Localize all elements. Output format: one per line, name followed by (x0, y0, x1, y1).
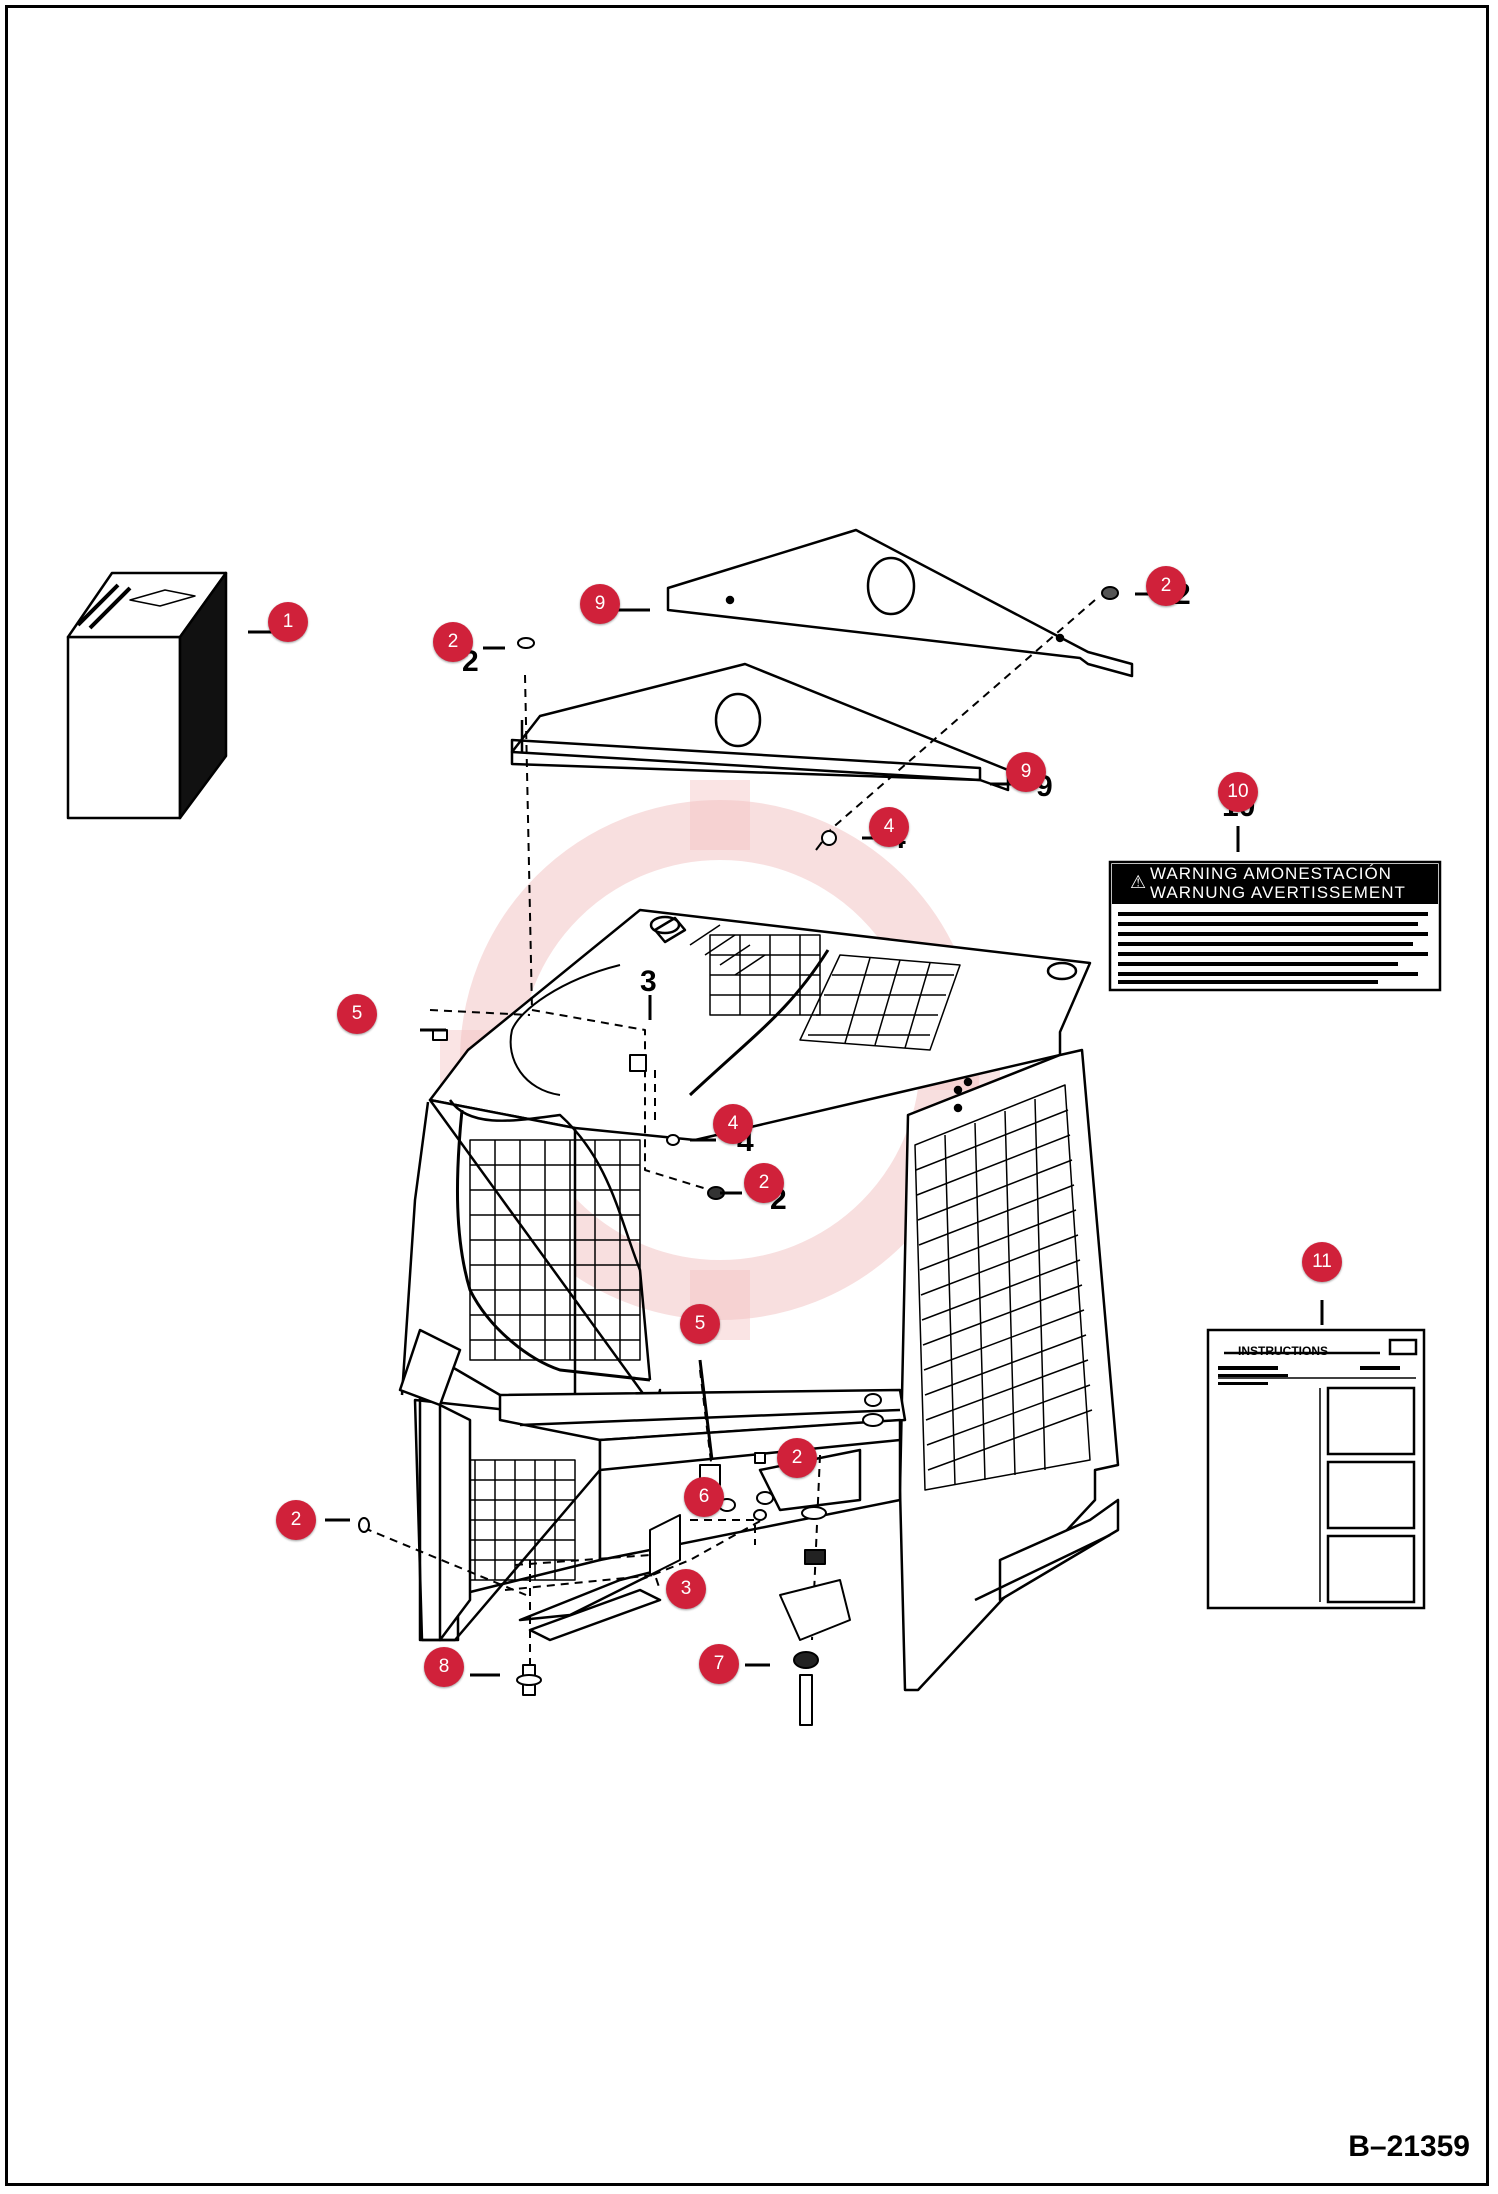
part-9-upper-bracket (666, 528, 1134, 678)
callout-10[interactable]: 10 (1218, 772, 1258, 812)
callout-2[interactable]: 2 (276, 1500, 316, 1540)
callout-4[interactable]: 4 (713, 1104, 753, 1144)
callout-7[interactable]: 7 (699, 1644, 739, 1684)
callout-4[interactable]: 4 (869, 807, 909, 847)
guard-right-panel (898, 1048, 1120, 1692)
callout-2[interactable]: 2 (744, 1163, 784, 1203)
callout-5[interactable]: 5 (337, 994, 377, 1034)
drawing-frame (5, 5, 1489, 2186)
hardware-leader-lines (363, 599, 1096, 1680)
decal-10-warning (1108, 860, 1442, 992)
decal-instructions-title: INSTRUCTIONS (1238, 1344, 1328, 1358)
callout-11[interactable]: 11 (1302, 1242, 1342, 1282)
part-1-box (66, 571, 228, 820)
guard-left-panel (398, 1098, 662, 1642)
callout-6[interactable]: 6 (684, 1477, 724, 1517)
callout-2[interactable]: 2 (777, 1438, 817, 1478)
decal-11-instructions (1206, 1328, 1426, 1610)
part-9-lower-bracket (510, 662, 1010, 792)
callout-1[interactable]: 1 (268, 602, 308, 642)
callout-3[interactable]: 3 (666, 1569, 706, 1609)
callout-2[interactable]: 2 (433, 622, 473, 662)
hardware-pieces (358, 586, 1119, 1726)
callout-5[interactable]: 5 (680, 1304, 720, 1344)
callout-9[interactable]: 9 (1006, 752, 1046, 792)
warning-triangle-icon: ⚠ (1130, 872, 1147, 893)
decal-warning-line-1: WARNING AMONESTACIÓN (1150, 864, 1392, 883)
drawing-reference-number: B–21359 (1348, 2130, 1470, 2163)
callout-8[interactable]: 8 (424, 1647, 464, 1687)
callout-9[interactable]: 9 (580, 584, 620, 624)
callout-2[interactable]: 2 (1146, 566, 1186, 606)
decal-warning-line-2: WARNUNG AVERTISSEMENT (1150, 883, 1406, 902)
printed-number-3: 3 (640, 965, 657, 998)
